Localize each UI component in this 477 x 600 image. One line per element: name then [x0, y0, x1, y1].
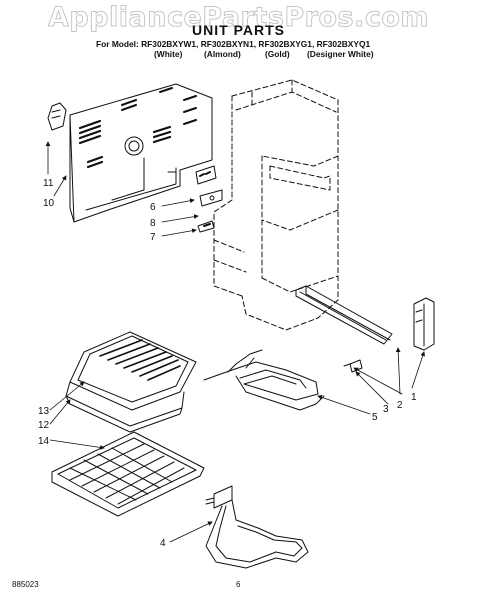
callout-11: 11 [43, 178, 54, 189]
callout-labels: 11 10 6 8 7 3 2 1 5 13 12 14 4 [38, 178, 417, 549]
mounting-bracket [47, 102, 67, 131]
callout-12: 12 [38, 420, 50, 431]
side-trim [413, 297, 435, 351]
bake-element [205, 485, 309, 569]
oven-rack [51, 431, 205, 517]
screw [343, 359, 363, 373]
variant-white: (White) [154, 49, 183, 59]
broil-element [203, 349, 325, 411]
oven-cavity-outline [213, 79, 339, 331]
page-number: 6 [236, 580, 241, 589]
callout-4: 4 [160, 538, 166, 549]
diagram-title: UNIT PARTS [192, 22, 285, 38]
variant-almond: (Almond) [204, 49, 241, 59]
broiler-pan [65, 331, 197, 433]
callout-5: 5 [372, 412, 378, 423]
rear-panel [69, 83, 213, 223]
model-list: For Model: RF302BXYW1, RF302BXYN1, RF302… [96, 39, 371, 49]
watermark: AppliancePartsPros.com [47, 2, 430, 34]
callout-13: 13 [38, 406, 50, 417]
document-number: 885023 [12, 580, 39, 589]
callout-1: 1 [411, 392, 417, 403]
callout-6: 6 [150, 202, 156, 213]
callout-2: 2 [397, 400, 403, 411]
callout-7: 7 [150, 232, 156, 243]
leader-lines [45, 141, 426, 543]
callout-8: 8 [150, 218, 156, 229]
callout-3: 3 [383, 404, 389, 415]
callout-10: 10 [43, 198, 55, 209]
callout-14: 14 [38, 436, 50, 447]
variant-gold: (Gold) [265, 49, 290, 59]
variant-designer-white: (Designer White) [307, 49, 374, 59]
frame-rail [295, 285, 393, 345]
small-hardware [195, 165, 223, 233]
